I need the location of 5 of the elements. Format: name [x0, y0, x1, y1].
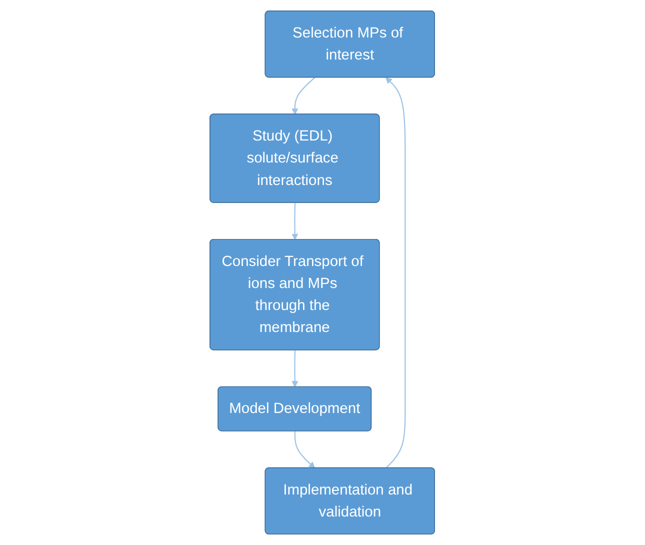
arrow	[292, 202, 298, 240]
arrow	[292, 77, 316, 115]
arrow	[294, 431, 316, 468]
arrow	[386, 77, 406, 469]
arrow	[292, 350, 298, 388]
